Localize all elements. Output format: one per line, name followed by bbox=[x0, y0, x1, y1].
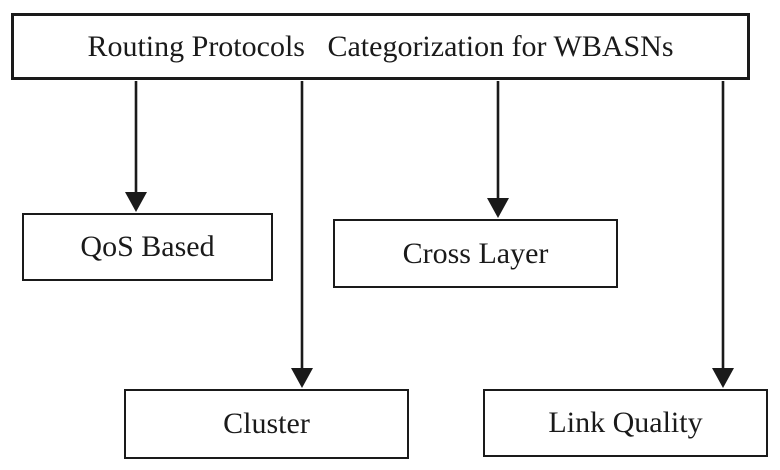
arrow-to-cluster bbox=[291, 81, 313, 388]
node-link-quality-label: Link Quality bbox=[548, 406, 703, 439]
node-qos-based-label: QoS Based bbox=[80, 230, 215, 263]
arrow-to-link-quality bbox=[712, 81, 734, 388]
node-cross-layer-label: Cross Layer bbox=[402, 236, 549, 270]
arrow-to-qos bbox=[125, 81, 147, 212]
node-qos-based: QoS Based bbox=[22, 213, 273, 281]
arrow-to-cross-layer bbox=[487, 81, 509, 218]
root-node-routing-protocols: Routing Protocols Categorization for WBA… bbox=[11, 13, 750, 80]
node-cross-layer: Cross Layer bbox=[333, 219, 618, 288]
node-cluster: Cluster bbox=[124, 389, 409, 459]
node-cluster-label: Cluster bbox=[223, 407, 310, 440]
root-node-label: Routing Protocols Categorization for WBA… bbox=[87, 29, 674, 63]
node-link-quality: Link Quality bbox=[483, 389, 768, 457]
